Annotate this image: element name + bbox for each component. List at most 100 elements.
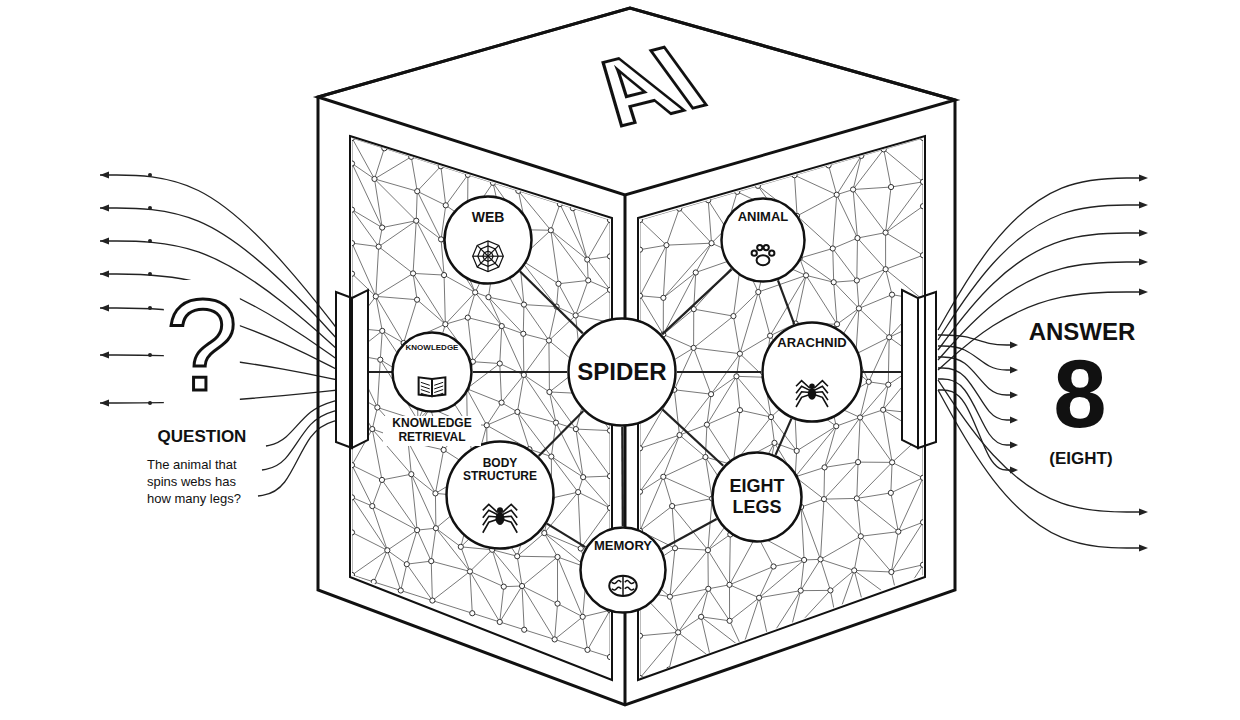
mesh-dot (766, 638, 771, 643)
section-heading: QUESTION (156, 426, 249, 448)
arrow-head (1010, 417, 1018, 424)
mesh-dot (834, 192, 839, 197)
mesh-link (711, 376, 736, 394)
mesh-link (857, 269, 886, 280)
mesh-link (666, 243, 711, 245)
brain-icon (609, 576, 637, 596)
mesh-dot (555, 601, 560, 606)
mesh-link (857, 498, 861, 536)
mesh-dot (851, 187, 856, 192)
arrow-head (100, 305, 109, 312)
mesh-dot (794, 448, 799, 453)
book-line (421, 386, 430, 389)
mesh-link (551, 230, 588, 280)
mesh-dot (501, 584, 506, 589)
mesh-link (640, 636, 641, 678)
mesh-link (352, 210, 353, 243)
mesh-dot (585, 257, 590, 262)
cube-title: AI (568, 33, 722, 140)
output-port (902, 290, 936, 448)
mesh-link (861, 532, 899, 537)
mesh-link (352, 138, 353, 163)
mesh-link (669, 632, 678, 669)
mesh-dot (430, 598, 435, 603)
mesh-link (857, 238, 885, 269)
mesh-link (663, 272, 695, 297)
mesh-dot (373, 294, 378, 299)
mesh-dot (737, 351, 742, 356)
mesh-dot (772, 440, 777, 445)
mesh-dot (519, 583, 524, 588)
mesh-link (374, 550, 388, 582)
output-line (938, 335, 1010, 345)
web-spoke (477, 245, 488, 256)
arrow-head (100, 271, 109, 278)
section-heading: ANSWER (1027, 316, 1138, 347)
mesh-link (382, 474, 411, 480)
mesh-link (352, 210, 382, 228)
paw-icon (752, 245, 775, 265)
mesh-link (492, 550, 517, 556)
mesh-dot (866, 379, 871, 384)
mesh-dot (573, 426, 578, 431)
answer-number: 8 (1051, 346, 1108, 442)
mesh-link (853, 187, 891, 189)
mesh-link (825, 417, 861, 467)
mesh-link (416, 221, 444, 275)
mesh-dot (414, 297, 419, 302)
mesh-link (883, 385, 888, 410)
mesh-dot (664, 243, 669, 248)
mesh-link (523, 334, 525, 375)
mesh-link (836, 570, 854, 621)
mesh-link (576, 429, 610, 430)
mesh-link (857, 462, 858, 498)
mesh-link (640, 245, 666, 250)
mesh-dot (542, 530, 547, 535)
mesh-link (892, 462, 923, 477)
mesh-link (417, 191, 446, 205)
mesh-link (517, 412, 529, 449)
mesh-dot (521, 331, 526, 336)
mesh-dot (699, 614, 704, 619)
output-line (938, 233, 1140, 350)
mesh-link (413, 273, 417, 299)
output-line (938, 262, 1140, 360)
mesh-link (795, 426, 836, 477)
mesh-link (441, 166, 468, 175)
mesh-link (576, 429, 610, 476)
mesh-link (374, 157, 411, 179)
mesh-dot (854, 278, 859, 283)
arrow-head (100, 238, 109, 245)
concept-link (662, 409, 723, 465)
mesh-dot (470, 611, 475, 616)
mesh-link (898, 522, 923, 531)
mesh-dot (473, 290, 478, 295)
mesh-dot (414, 218, 419, 223)
mesh-link (853, 190, 857, 239)
mesh-link (708, 550, 730, 585)
mesh-link (729, 585, 730, 621)
mesh-link (640, 245, 666, 296)
mesh-link (740, 336, 770, 354)
mesh-link (352, 497, 387, 550)
mesh-dot (756, 595, 761, 600)
mesh-dot (771, 564, 776, 569)
mesh-link (794, 175, 836, 195)
mesh-dot (555, 554, 560, 559)
mesh-link (610, 610, 611, 657)
mesh-link (610, 220, 611, 256)
mesh-link (502, 375, 524, 403)
mesh-dot (486, 295, 491, 300)
book-page (432, 377, 445, 396)
signal-dot (148, 206, 152, 210)
mesh-dot (834, 619, 839, 624)
mesh-link (640, 220, 641, 250)
mesh-link (352, 465, 382, 480)
web-spoke (488, 256, 503, 257)
mesh-link (769, 591, 801, 641)
mesh-dot (546, 338, 551, 343)
mesh-link (860, 410, 883, 418)
cube-face (318, 8, 955, 195)
mesh-link (387, 550, 406, 564)
